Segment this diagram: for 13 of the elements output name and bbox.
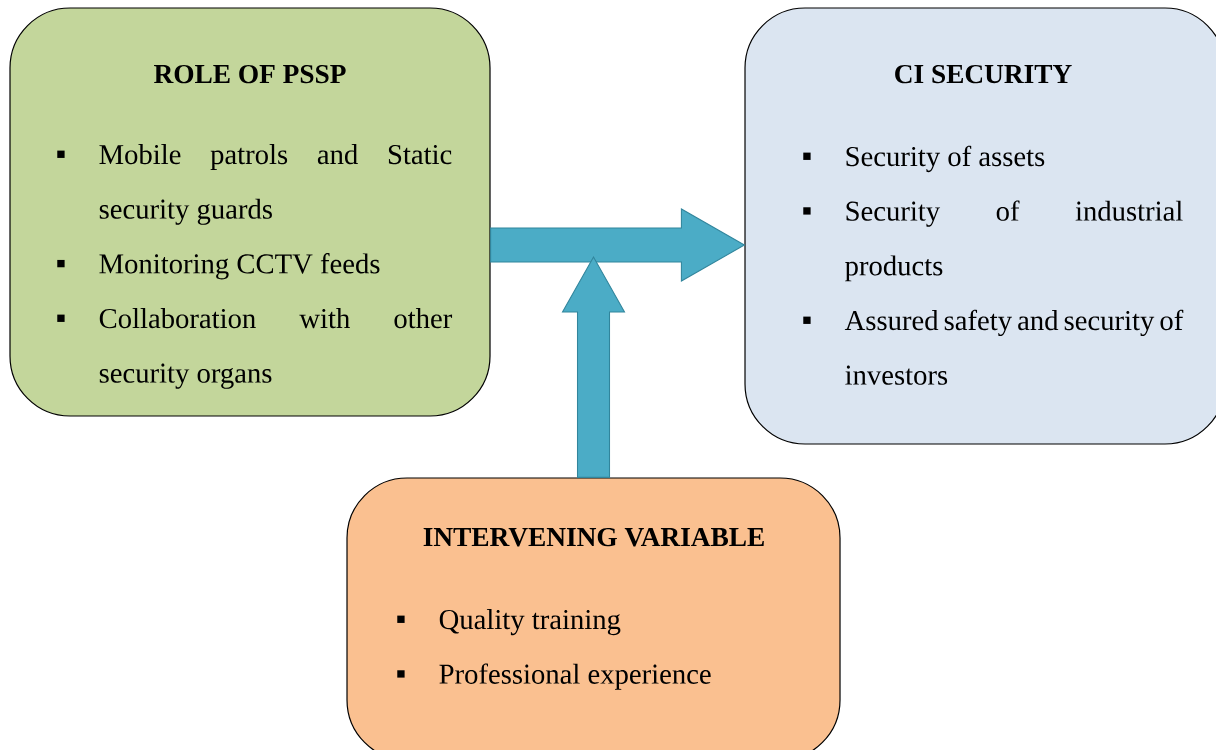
- bullet-item: Mobile patrols and Static security guards: [57, 144, 452, 225]
- heading: INTERVENING VARIABLE: [423, 527, 764, 547]
- bullet-item: Quality training: [397, 609, 621, 636]
- bullet-item: Assured safety and security of investors: [803, 309, 1184, 385]
- bullet-item: Monitoring CCTV feeds: [57, 253, 380, 280]
- bullet-item: Security of assets: [803, 145, 1045, 173]
- bullet-item: Collaboration with other security organs: [57, 308, 453, 389]
- heading: ROLE OF PSSP: [154, 64, 346, 84]
- block-arrow: [561, 255, 626, 478]
- bullet-item: Professional experience: [397, 663, 711, 690]
- block-arrow: [490, 208, 746, 282]
- heading: CI SECURITY: [895, 64, 1072, 84]
- bullet-item: Security of industrial products: [803, 200, 1183, 282]
